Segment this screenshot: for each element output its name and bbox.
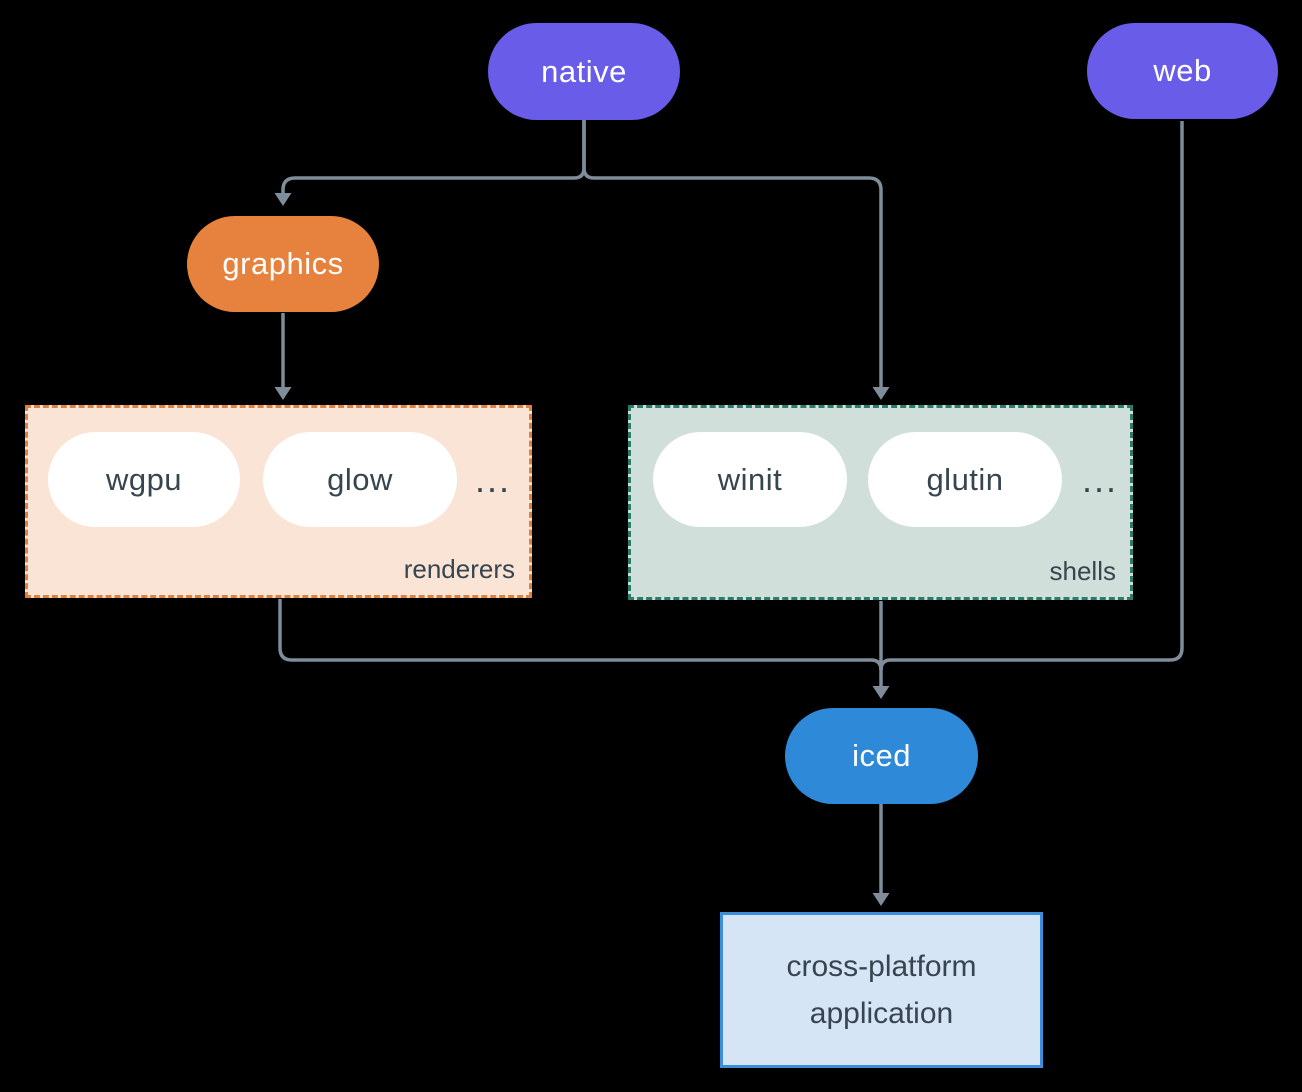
node-application-line1: cross-platform (786, 950, 977, 983)
node-glow-label: glow (327, 461, 393, 497)
node-graphics: graphics (187, 216, 379, 312)
node-application: cross-platform application (720, 912, 1043, 1068)
group-shells-label: shells (1049, 556, 1116, 586)
node-winit-label: winit (717, 461, 783, 497)
node-native: native (488, 23, 680, 120)
node-glutin: glutin (868, 432, 1062, 527)
arrowhead-application (872, 893, 890, 906)
node-application-line2: application (809, 997, 954, 1030)
group-renderers-label: renderers (403, 554, 515, 584)
node-web: web (1087, 23, 1278, 119)
node-glow: glow (263, 432, 457, 527)
arrowhead-graphics (274, 193, 292, 206)
renderers-ellipsis: ... (474, 458, 511, 500)
node-winit: winit (653, 432, 847, 527)
node-native-label: native (541, 53, 627, 89)
node-iced: iced (785, 708, 978, 804)
node-wgpu-label: wgpu (105, 461, 183, 497)
node-wgpu: wgpu (48, 432, 240, 527)
edge-native-graphics (281, 120, 586, 193)
edge-native-shells (582, 120, 883, 387)
edge-renderers-iced (278, 599, 883, 671)
node-web-label: web (1153, 53, 1212, 88)
arrowhead-renderers (274, 387, 292, 400)
node-glutin-label: glutin (926, 461, 1004, 497)
node-graphics-label: graphics (222, 246, 344, 281)
arrowhead-iced (872, 686, 890, 699)
node-iced-label: iced (852, 738, 911, 773)
shells-ellipsis: ... (1081, 458, 1118, 500)
arrowhead-shells (872, 387, 890, 400)
